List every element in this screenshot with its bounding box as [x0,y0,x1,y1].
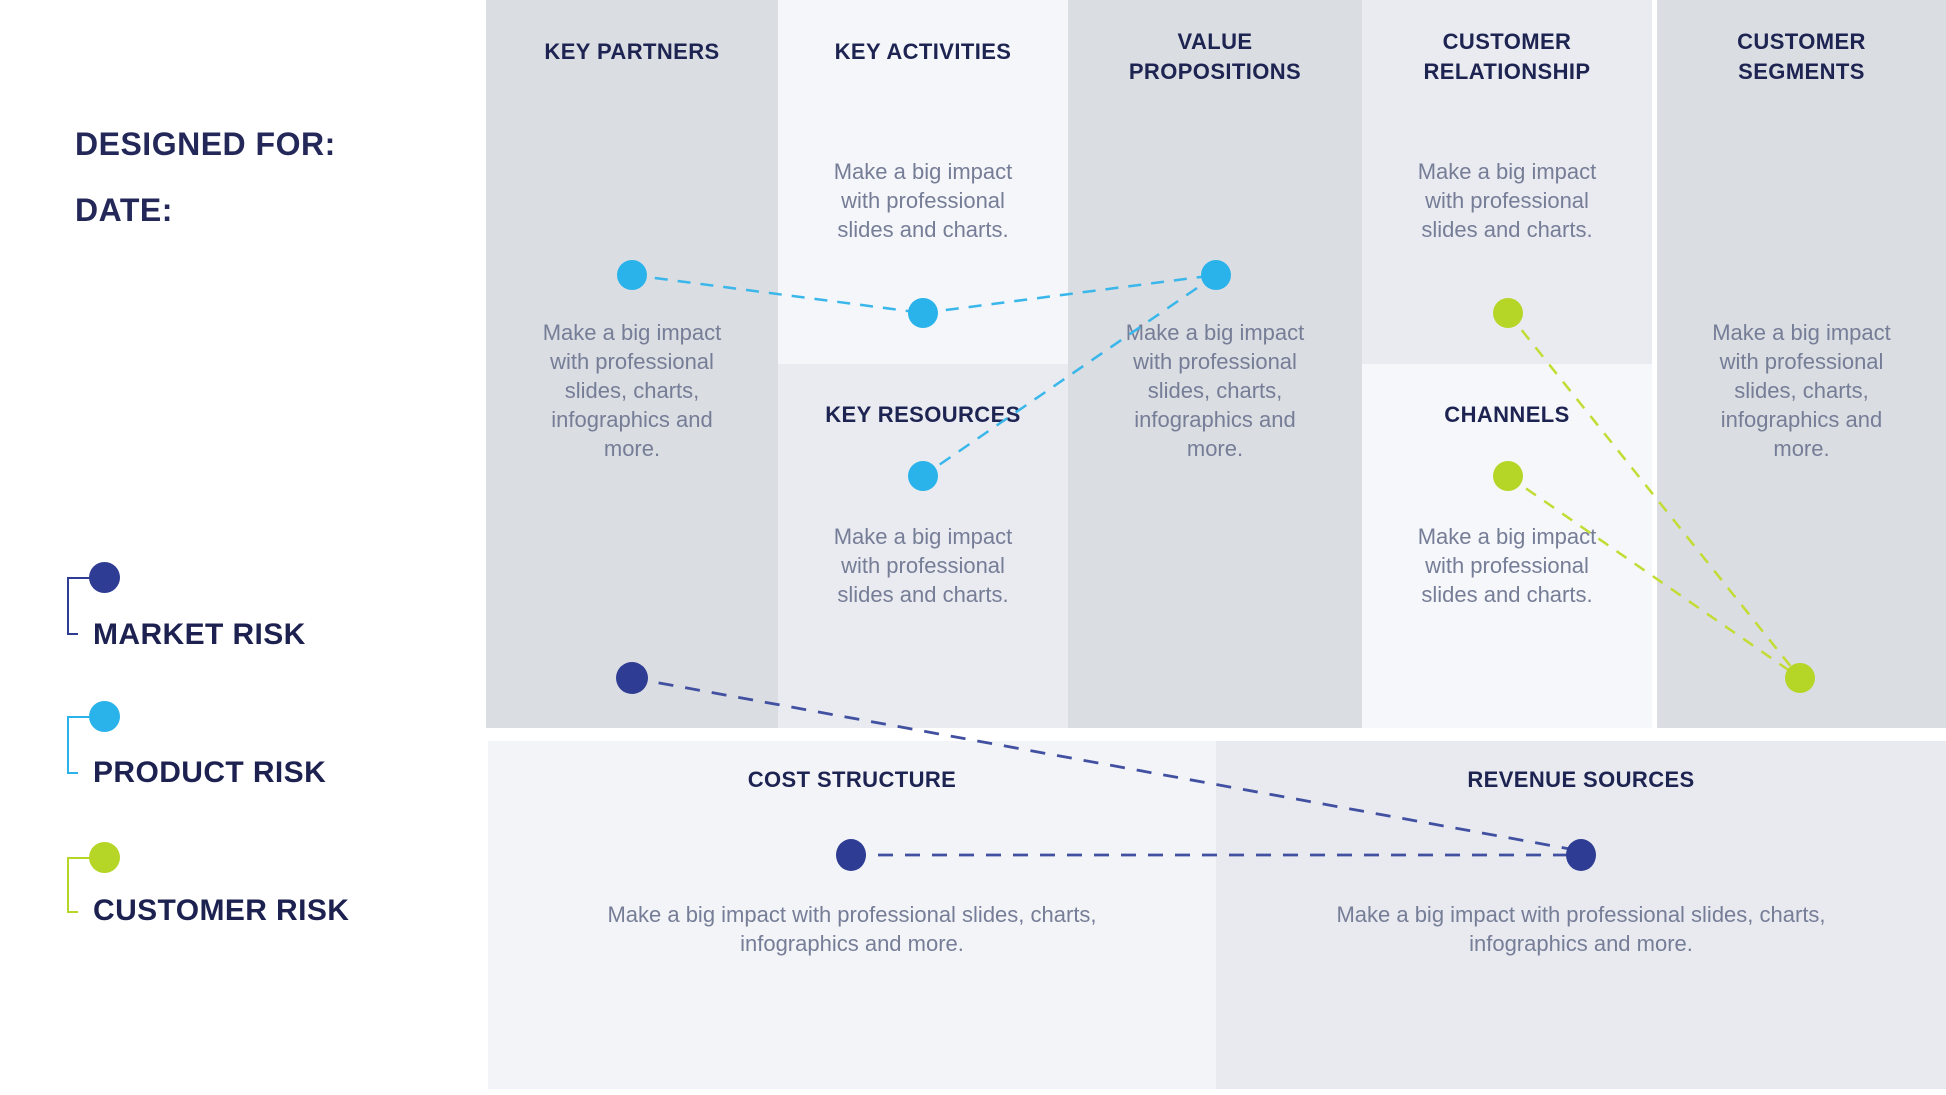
date-label: DATE: [75,192,173,228]
product-risk-dot-key-resources [908,461,938,491]
key-resources-title: KEY RESOURCES [825,402,1021,427]
customer-relationship-body: Make a big impact with professional slid… [1417,159,1597,242]
value-propositions-body: Make a big impact with professional slid… [1125,320,1305,461]
revenue-sources-body: Make a big impact with professional slid… [1336,902,1826,956]
cost-structure-title: COST STRUCTURE [747,767,957,792]
customer-risk-dot-customer-relationship [1493,298,1523,328]
product-risk-legend-dot [89,701,120,732]
channels-body: Make a big impact with professional slid… [1417,524,1597,607]
key-activities-title: KEY ACTIVITIES [834,39,1012,64]
value-propositions-cell: VALUE PROPOSITIONS Make a big impact wit… [1068,0,1362,728]
cost-structure-cell: COST STRUCTURE Make a big impact with pr… [488,741,1216,1089]
customer-segments-body: Make a big impact with professional slid… [1712,320,1891,461]
channels-cell: CHANNELS Make a big impact with professi… [1362,364,1652,728]
key-partners-title: KEY PARTNERS [544,39,720,64]
product-risk-dot-value-propositions [1201,260,1231,290]
market-risk-legend-label: MARKET RISK [93,618,306,651]
customer-risk-legend-elbow [67,857,90,913]
value-propositions-title: VALUE PROPOSITIONS [1128,29,1302,84]
customer-segments-cell: CUSTOMER SEGMENTS Make a big impact with… [1657,0,1946,728]
customer-risk-legend-dot [89,842,120,873]
customer-relationship-title: CUSTOMER RELATIONSHIP [1423,29,1591,84]
channels-title: CHANNELS [1444,402,1570,427]
market-risk-legend-dot [89,562,120,593]
customer-risk-dot-customer-segments [1785,663,1815,693]
customer-segments-title: CUSTOMER SEGMENTS [1737,29,1866,84]
product-risk-dot-key-activities [908,298,938,328]
product-risk-legend-elbow [67,716,90,774]
product-risk-dot-key-partners [617,260,647,290]
cost-structure-body: Make a big impact with professional slid… [607,902,1097,956]
revenue-sources-title: REVENUE SOURCES [1467,767,1695,792]
key-partners-cell: KEY PARTNERS Make a big impact with prof… [486,0,778,728]
key-resources-cell: KEY RESOURCES Make a big impact with pro… [778,364,1068,728]
customer-risk-legend-label: CUSTOMER RISK [93,894,350,927]
designed-for-label: DESIGNED FOR: [75,126,336,162]
key-partners-body: Make a big impact with professional slid… [542,320,722,461]
market-risk-dot-cost-structure [836,839,866,871]
market-risk-legend-elbow [67,577,90,635]
key-activities-body: Make a big impact with professional slid… [833,159,1013,242]
market-risk-dot-revenue-sources [1566,839,1596,871]
customer-risk-dot-channels [1493,461,1523,491]
product-risk-legend-label: PRODUCT RISK [93,756,327,789]
key-resources-body: Make a big impact with professional slid… [833,524,1013,607]
market-risk-dot-key-partners [616,662,648,694]
revenue-sources-cell: REVENUE SOURCES Make a big impact with p… [1216,741,1946,1089]
